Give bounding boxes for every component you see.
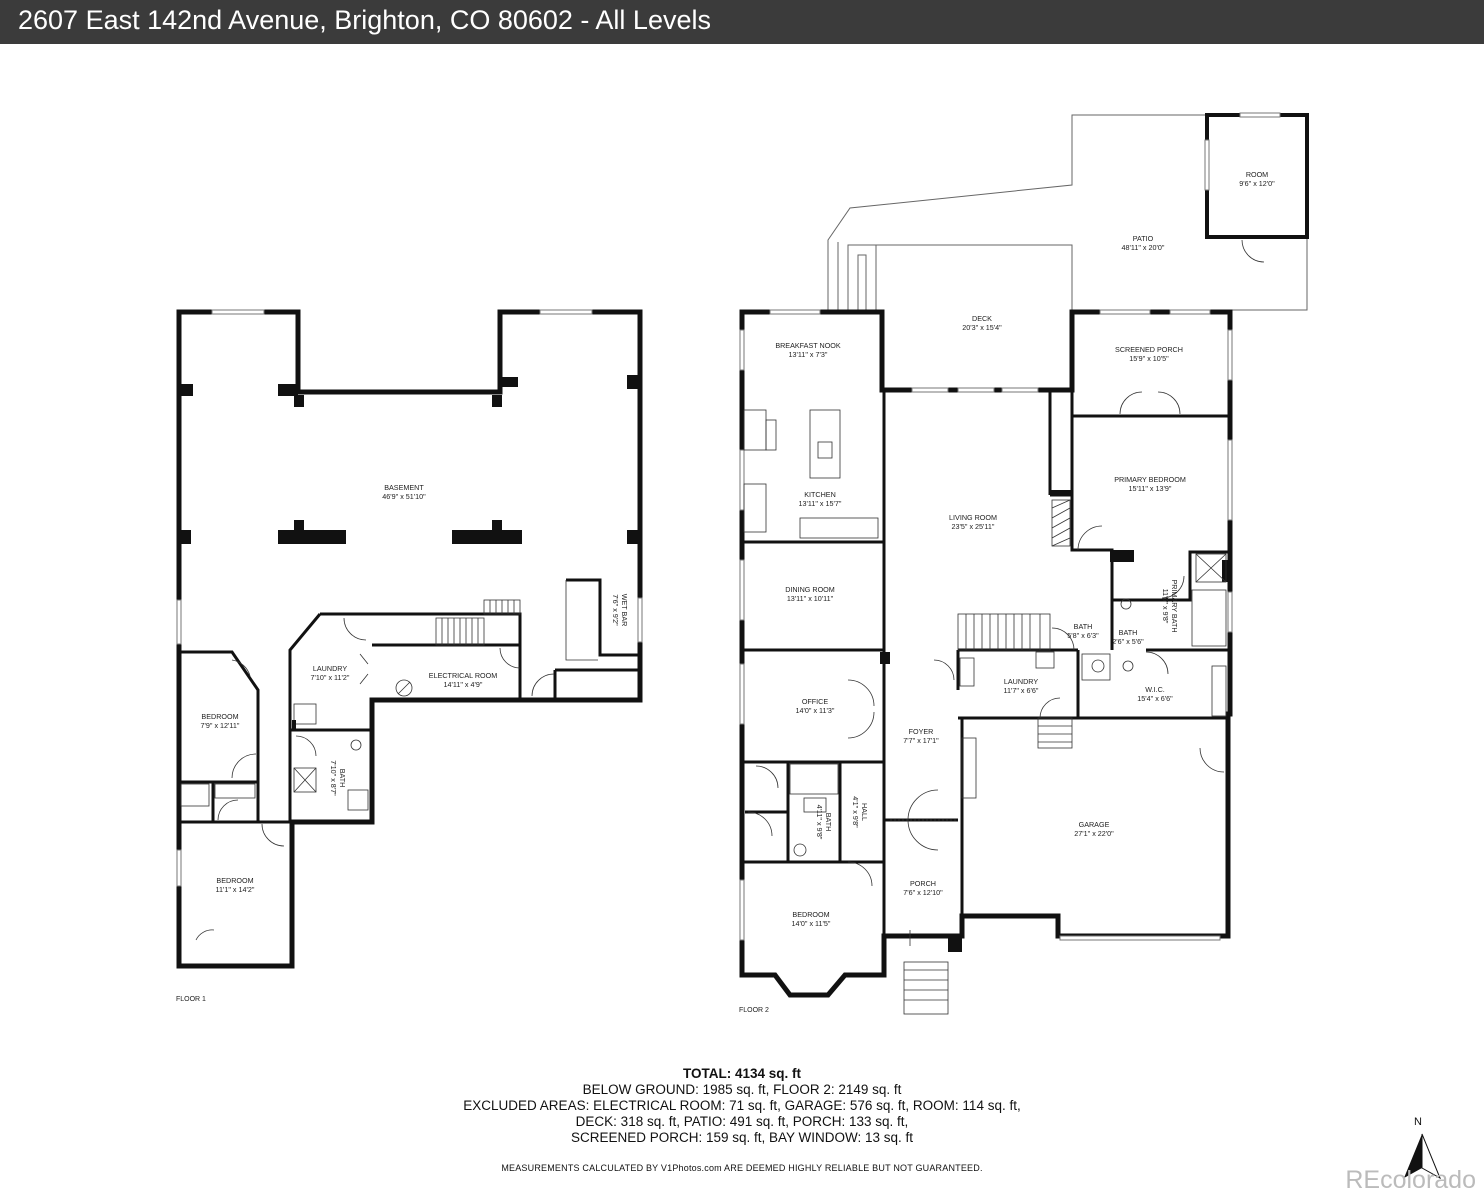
room-label: ELECTRICAL ROOM <box>429 671 497 680</box>
room-label: LAUNDRY <box>1004 677 1038 686</box>
room-label: BATH <box>1119 628 1138 637</box>
room-dims: 14'0" x 11'5" <box>792 919 831 928</box>
room-dims: 46'9" x 51'10" <box>382 492 426 501</box>
room-label: FOYER <box>909 727 934 736</box>
patio-outline <box>827 114 1308 311</box>
room-dims: 20'3" x 15'4" <box>962 323 1002 332</box>
room-dims: 7'6" x 9'2" <box>611 594 620 626</box>
floor-2-plan <box>739 112 1309 1015</box>
summary-line: BELOW GROUND: 1985 sq. ft, FLOOR 2: 2149… <box>582 1082 902 1097</box>
room-label: DINING ROOM <box>785 585 835 594</box>
room-label: BEDROOM <box>792 910 829 919</box>
room-dims: 7'10" x 11'2" <box>311 673 350 682</box>
room-label: BATH <box>824 813 833 832</box>
floor-2-interior-walls <box>742 312 1230 975</box>
disclaimer: MEASUREMENTS CALCULATED BY V1Photos.com … <box>501 1163 983 1173</box>
floor-2-stairs <box>903 499 1073 1015</box>
room-label: PRIMARY BATH <box>1170 579 1179 632</box>
room-label: BEDROOM <box>201 712 238 721</box>
room-label: BATH <box>338 769 347 788</box>
room-label: BREAKFAST NOOK <box>775 341 841 350</box>
room-dims: 13'11" x 7'3" <box>789 350 828 359</box>
floor-2-doors <box>747 239 1265 946</box>
room-dims: 7'9" x 12'11" <box>201 721 240 730</box>
area-summary: TOTAL: 4134 sq. ft BELOW GROUND: 1985 sq… <box>342 1066 1142 1146</box>
page-title: 2607 East 142nd Avenue, Brighton, CO 806… <box>18 5 711 35</box>
floor-2-windows <box>739 112 1281 941</box>
room-dims: 7'7" x 17'1" <box>903 736 939 745</box>
room-label: BATH <box>1074 622 1093 631</box>
room-label: OFFICE <box>802 697 829 706</box>
room-dims: 9'6" x 12'0" <box>1239 179 1275 188</box>
room-dims: 14'0" x 11'3" <box>796 706 835 715</box>
room-dims: 2'6" x 5'6" <box>1112 637 1144 646</box>
room-dims: 15'9" x 10'5" <box>1129 354 1169 363</box>
floor-1-stairs <box>435 599 521 646</box>
room-dims: 5'8" x 6'3" <box>1067 631 1099 640</box>
room-label: PATIO <box>1133 234 1154 243</box>
room-label: W.I.C. <box>1145 685 1165 694</box>
room-dims: 7'10" x 8'7" <box>329 760 338 796</box>
room-dims: 15'11" x 13'9" <box>1129 484 1172 493</box>
room-label: DECK <box>972 314 992 323</box>
north-arrow-icon <box>1404 1133 1442 1180</box>
summary-line: EXCLUDED AREAS: ELECTRICAL ROOM: 71 sq. … <box>463 1098 1021 1113</box>
room-label: SCREENED PORCH <box>1115 345 1183 354</box>
floor-1-pillars <box>179 375 640 544</box>
room-dims: 13'11" x 15'7" <box>799 499 842 508</box>
floor-2-label: FLOOR 2 <box>739 1007 769 1014</box>
floor-1-doors <box>195 617 555 941</box>
room-label: PRIMARY BEDROOM <box>1114 475 1186 484</box>
room-label: BEDROOM <box>216 876 253 885</box>
room-label: PORCH <box>910 879 936 888</box>
total-area: TOTAL: 4134 sq. ft <box>682 1066 802 1081</box>
room-dims: 27'1" x 22'0" <box>1074 829 1114 838</box>
room-dims: 7'6" x 12'10" <box>903 888 943 897</box>
room-dims: 14'11" x 4'9" <box>444 680 483 689</box>
floor-1-fixtures <box>180 580 598 811</box>
floor-1-plan <box>176 309 643 969</box>
floor-1-exterior-wall <box>176 309 643 969</box>
room-label: ROOM <box>1246 170 1268 179</box>
floor-1-labels: BASEMENT 46'9" x 51'10" LAUNDRY 7'10" x … <box>176 483 629 1003</box>
brand-watermark: REcolorado <box>1345 1166 1476 1194</box>
room-dims: 13'11" x 10'11" <box>787 594 834 603</box>
room-dims: 48'11" x 20'0" <box>1122 243 1165 252</box>
floor-2-fixtures <box>743 409 1227 857</box>
room-label: LAUNDRY <box>313 664 347 673</box>
room-dims: 11'5" x 9'8" <box>1161 589 1170 624</box>
room-label: WET BAR <box>620 594 629 627</box>
north-letter: N <box>1414 1116 1422 1128</box>
room-dims: 4'11" x 9'8" <box>815 805 824 840</box>
room-label: BASEMENT <box>384 483 424 492</box>
room-dims: 23'5" x 25'11" <box>952 522 995 531</box>
room-dims: 15'4" x 6'6" <box>1137 694 1173 703</box>
floor-2-exterior-wall <box>739 309 1233 998</box>
floor-1-windows <box>176 309 643 887</box>
floor-1-label: FLOOR 1 <box>176 996 206 1003</box>
title-bar: 2607 East 142nd Avenue, Brighton, CO 806… <box>0 0 1484 44</box>
room-label: HALL <box>860 803 869 821</box>
summary-line: DECK: 318 sq. ft, PATIO: 491 sq. ft, POR… <box>575 1114 909 1129</box>
room-label: LIVING ROOM <box>949 513 997 522</box>
room-dims: 11'7" x 6'6" <box>1004 686 1039 695</box>
summary-line: SCREENED PORCH: 159 sq. ft, BAY WINDOW: … <box>570 1130 914 1145</box>
room-dims: 4'1" x 9'8" <box>851 796 860 828</box>
room-label: GARAGE <box>1079 820 1110 829</box>
room-dims: 11'1" x 14'2" <box>216 885 255 894</box>
room-label: KITCHEN <box>804 490 836 499</box>
floor-2-labels: ROOM 9'6" x 12'0" PATIO 48'11" x 20'0" D… <box>739 170 1275 1014</box>
